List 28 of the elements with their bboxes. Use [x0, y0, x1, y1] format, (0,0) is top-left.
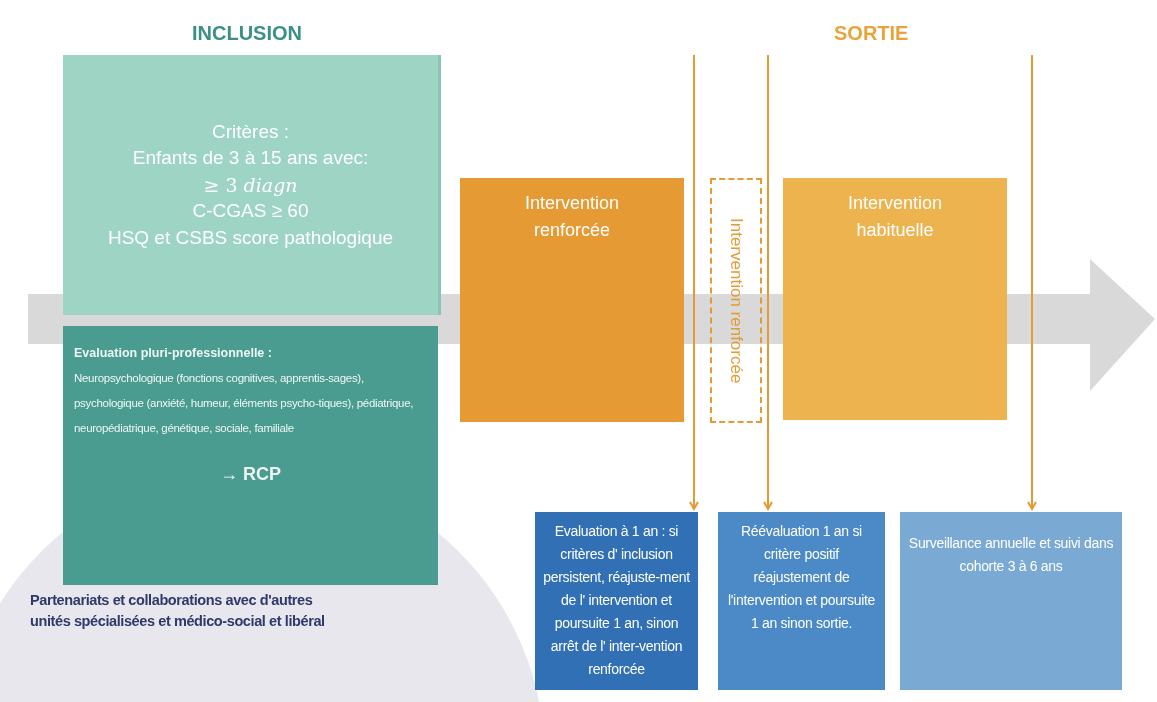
outcome-box	[718, 512, 885, 690]
vertical-text: Intervention renforcée	[725, 217, 747, 384]
criteria-text: HSQ et CSBS score pathologique	[107, 225, 394, 250]
dashed-box	[710, 178, 762, 423]
phase-title: SORTIE	[834, 21, 909, 46]
intervention-box	[460, 178, 684, 422]
rcp-text: → RCP	[220, 462, 281, 486]
criteria-text: ≥ 3 diagn	[203, 172, 298, 198]
outcome-box	[900, 512, 1122, 690]
criteria-text: Enfants de 3 à 15 ans avec:	[132, 146, 369, 171]
evaluation-heading: Evaluation pluri-professionnelle :	[74, 345, 273, 362]
outcome-text: Evaluation à 1 an : si critères d' inclusion persistent, réajuste-ment de l' intervention et poursuite 1 an, sinon arrêt de l' inter-vention renforcée	[542, 522, 691, 679]
arrow	[763, 54, 773, 510]
criteria-text: C-CGAS ≥ 60	[192, 199, 309, 224]
criteria-text: Critères :	[211, 119, 290, 144]
intervention-title: Intervention renforcée	[523, 192, 621, 242]
outcome-box	[535, 512, 698, 690]
arrow	[1027, 54, 1037, 510]
evaluation-text: Neuropsychologique (fonctions cognitives, apprentis-sages), psychologique (anxiété, humeur, éléments psycho-tiques), pédiatrique, neuropédiatrique, génétique, sociale, familiale	[74, 370, 415, 436]
outcome-text: Réévaluation 1 an si critère positif réajustement de l'intervention et poursuite 1 an sinon sortie.	[726, 522, 877, 633]
outcome-text: Surveillance annuelle et suivi dans cohorte 3 à 6 ans	[907, 534, 1115, 576]
criteria-box	[63, 55, 438, 315]
phase-title: INCLUSION	[192, 21, 302, 46]
intervention-title: Intervention habituelle	[846, 192, 944, 242]
intervention-box	[783, 178, 1007, 420]
partnership-text: Partenariats et collaborations avec d'autres unités spécialisées et médico-social et libéral	[30, 591, 326, 631]
evaluation-box	[63, 326, 438, 585]
arrow	[689, 54, 699, 510]
